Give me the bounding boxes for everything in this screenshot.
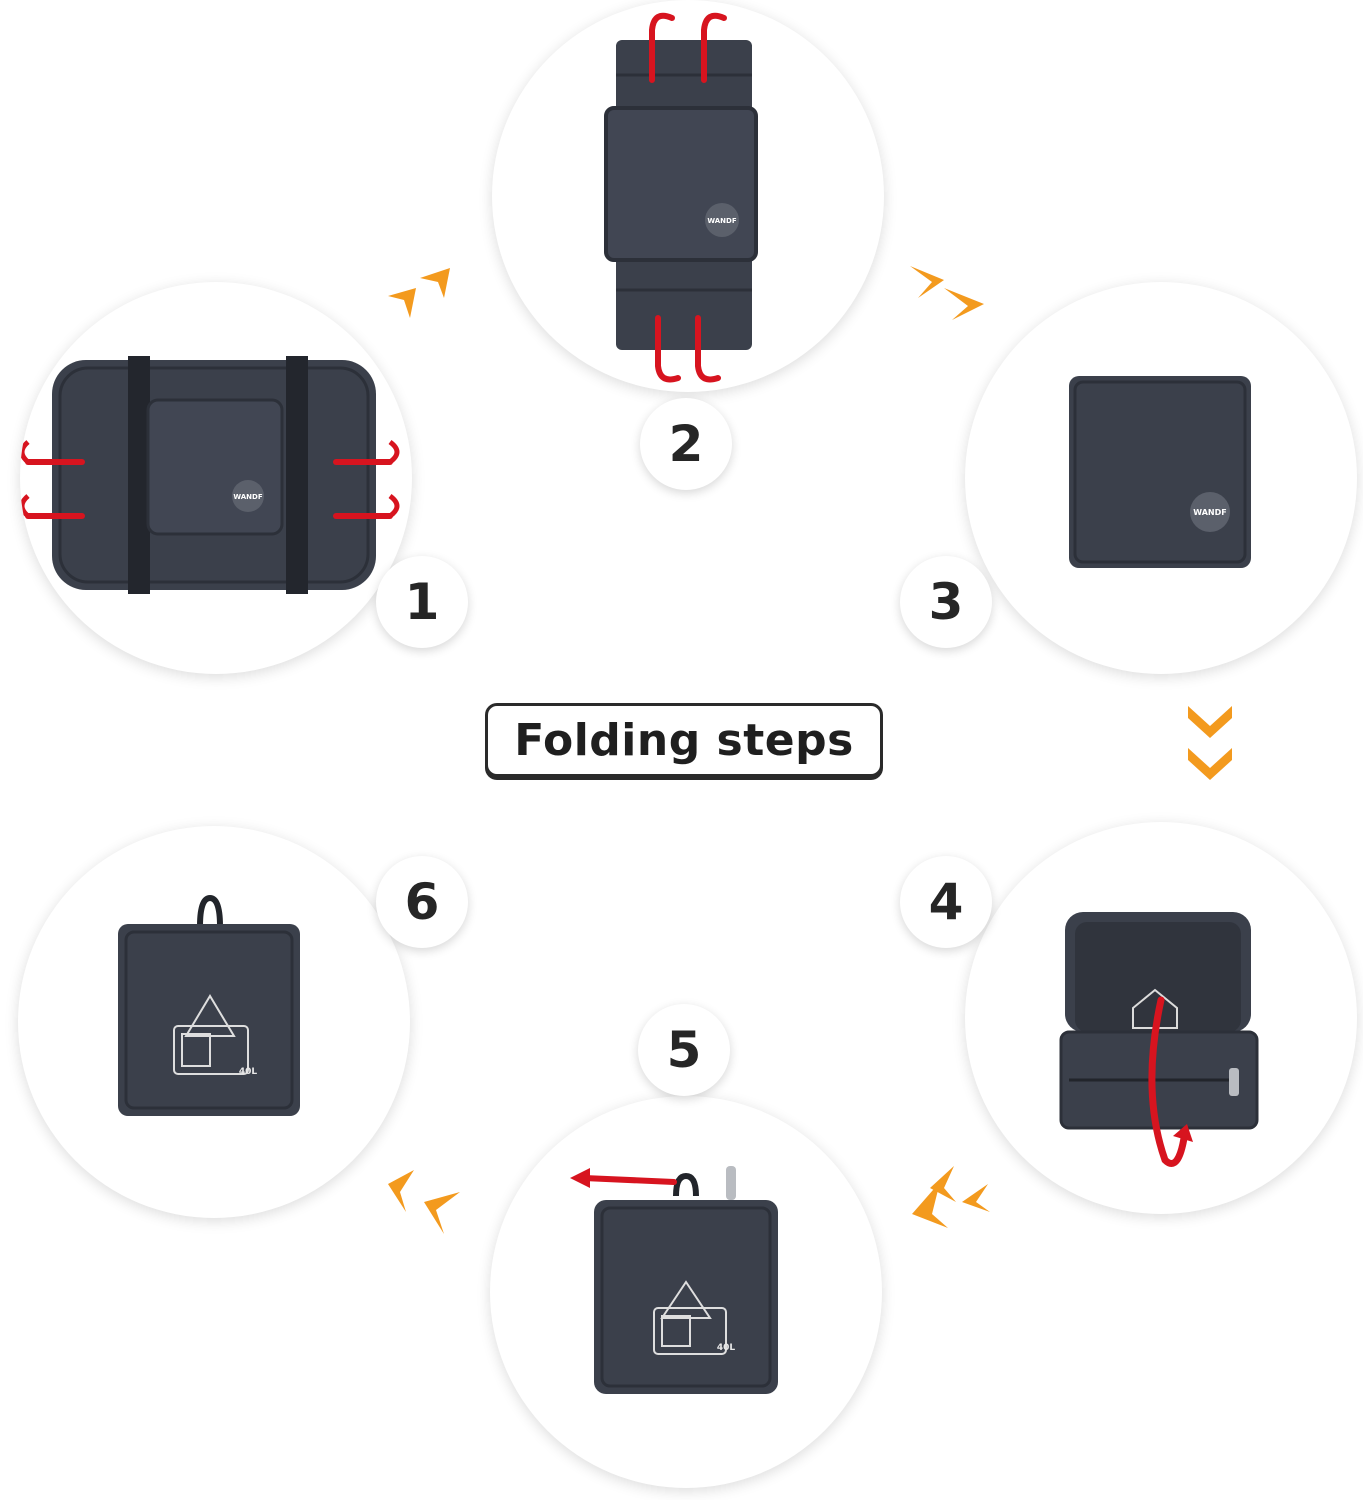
step-3-badge: 3 — [900, 556, 992, 648]
step-1-bag-label: WANDF — [233, 493, 262, 501]
chevron-down-right-icon — [904, 258, 994, 348]
chevron-down-icon — [1166, 700, 1256, 790]
flat-tote-bag-icon: WANDF — [20, 356, 400, 594]
step-5-number: 5 — [666, 1021, 702, 1079]
step-1-badge: 1 — [376, 556, 468, 648]
step-4-circle — [965, 822, 1357, 1214]
step-6-number: 6 — [404, 873, 440, 931]
step-6-circle: 40L — [18, 826, 410, 1218]
step-1-number: 1 — [404, 573, 440, 631]
step-6-bag-label: 40L — [239, 1067, 258, 1077]
step-3-circle: WANDF — [965, 282, 1357, 674]
step-3-number: 3 — [928, 573, 964, 631]
pouch-flip-icon — [1059, 912, 1259, 1167]
chevron-up-right-icon — [380, 262, 470, 352]
step-5-circle: 40L — [490, 1096, 882, 1488]
step-4-badge: 4 — [900, 856, 992, 948]
step-1-circle: WANDF — [20, 282, 412, 674]
chevron-up-left-icon — [380, 1162, 470, 1252]
folded-square-bag-icon: WANDF — [1069, 376, 1251, 568]
page-title: Folding steps — [514, 714, 854, 766]
step-3-bag-label: WANDF — [1193, 508, 1226, 517]
step-2-badge: 2 — [640, 398, 732, 490]
step-2-number: 2 — [668, 415, 704, 473]
step-5-badge: 5 — [638, 1004, 730, 1096]
title-box: Folding steps — [485, 703, 883, 777]
step-2-circle: WANDF — [492, 0, 884, 392]
folded-strip-bag-icon: WANDF — [604, 12, 758, 383]
zipped-pouch-icon: 40L — [570, 1166, 778, 1394]
chevron-down-left-icon — [904, 1156, 994, 1246]
step-4-number: 4 — [928, 873, 964, 931]
step-5-bag-label: 40L — [717, 1343, 736, 1353]
finished-pouch-icon: 40L — [118, 894, 300, 1116]
step-2-bag-label: WANDF — [707, 217, 736, 225]
step-6-badge: 6 — [376, 856, 468, 948]
